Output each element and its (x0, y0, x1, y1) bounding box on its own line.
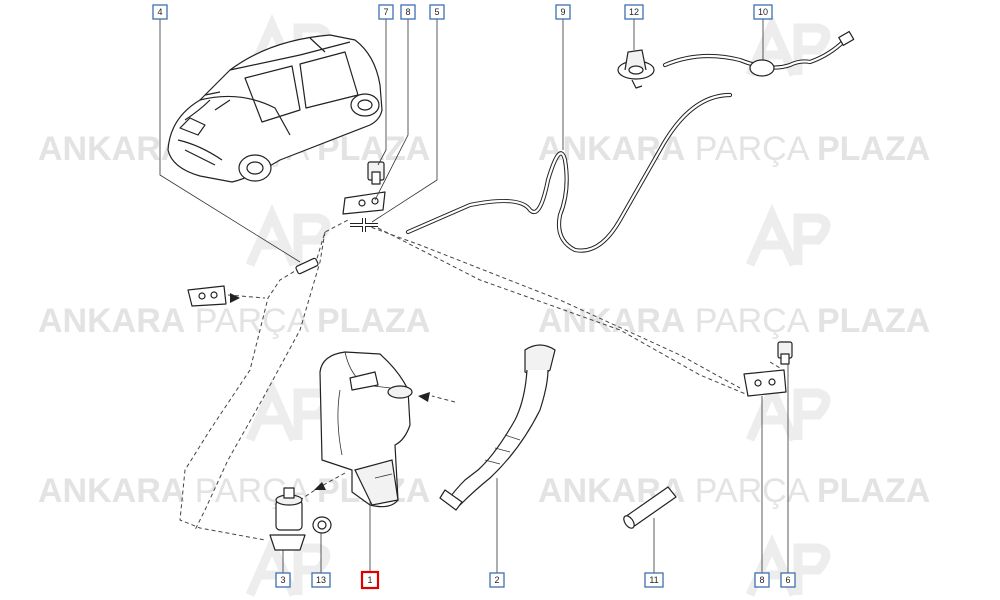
svg-text:12: 12 (629, 7, 639, 17)
part-2-filler-neck (439, 344, 556, 511)
svg-text:5: 5 (434, 7, 439, 17)
part-6-connector (777, 341, 793, 365)
svg-text:4: 4 (157, 7, 162, 17)
part-1-washer-reservoir (319, 351, 413, 508)
svg-text:8: 8 (759, 575, 764, 585)
callout-6: 6 (780, 572, 796, 588)
part-11-hose-section (623, 486, 677, 529)
svg-text:13: 13 (316, 575, 326, 585)
part-13-pump-seal (312, 516, 332, 534)
arrows (230, 293, 430, 490)
svg-text:2: 2 (494, 575, 499, 585)
part-7-connector (367, 161, 385, 185)
watermark: ANKARA PARÇA PLAZA ANKARA PARÇA PLAZA AN… (38, 13, 930, 597)
callout-4: 4 (152, 4, 168, 20)
svg-text:6: 6 (785, 575, 790, 585)
car-illustration (167, 34, 383, 183)
callout-13: 13 (311, 572, 331, 588)
part-12-nozzle (617, 49, 655, 89)
callout-9: 9 (555, 4, 571, 20)
watermark-text: ANKARA PARÇA PLAZA (38, 302, 430, 340)
svg-text:10: 10 (758, 7, 768, 17)
part-3-washer-pump (269, 487, 306, 551)
watermark-text: ANKARA PARÇA PLAZA (538, 302, 930, 340)
part-4-connector (295, 257, 319, 275)
part-5-t-connector (350, 218, 378, 232)
callout-3: 3 (275, 572, 291, 588)
part-8-clip-right (743, 369, 787, 397)
svg-text:1: 1 (367, 575, 372, 585)
watermark-text: ANKARA PARÇA PLAZA (538, 130, 930, 168)
svg-text:11: 11 (649, 575, 658, 585)
callout-8: 8 (754, 572, 770, 588)
part-8-clip-left (187, 285, 227, 307)
leader-lines (159, 17, 789, 573)
hose-lines (405, 30, 855, 253)
callout-2: 2 (489, 572, 505, 588)
hose-grommet (749, 59, 775, 77)
watermark-text: ANKARA PARÇA PLAZA (538, 472, 930, 510)
svg-text:7: 7 (383, 7, 388, 17)
svg-text:9: 9 (560, 7, 565, 17)
callout-8: 8 (400, 4, 416, 20)
svg-text:3: 3 (280, 575, 285, 585)
hose-end-connector (838, 30, 855, 46)
callout-7: 7 (378, 4, 394, 20)
callout-10: 10 (753, 4, 773, 20)
svg-text:8: 8 (405, 7, 410, 17)
callout-11: 11 (644, 572, 664, 588)
callout-1-highlighted: 1 (360, 570, 380, 590)
callout-5: 5 (429, 4, 445, 20)
callout-12: 12 (624, 4, 644, 20)
part-8-clip-upper (342, 191, 386, 215)
